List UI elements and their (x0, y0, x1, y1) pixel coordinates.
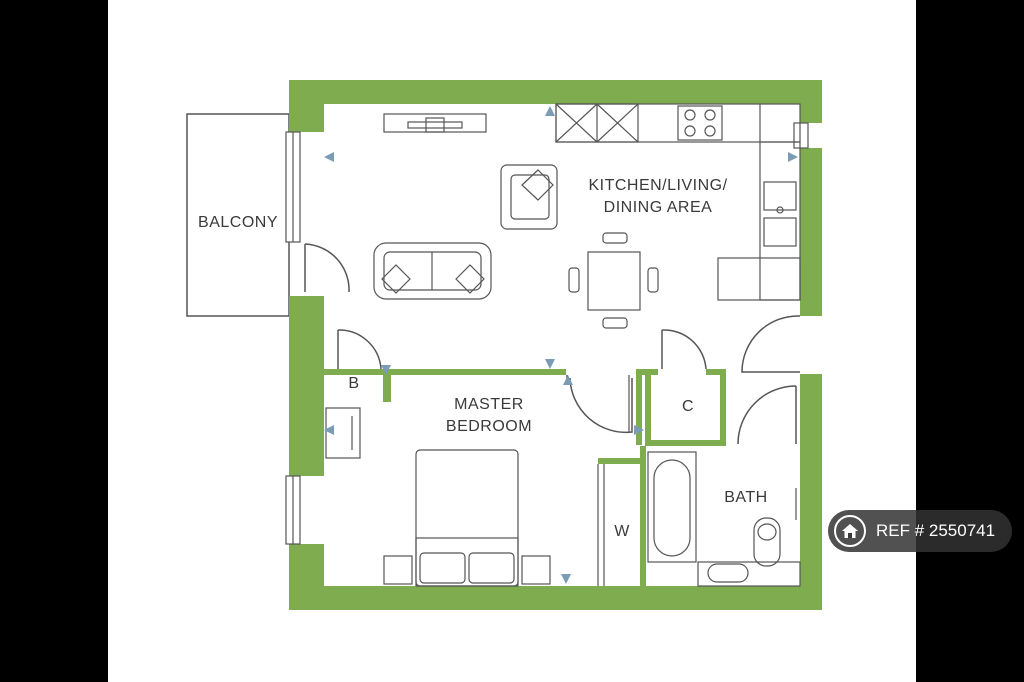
b-cupboard-label: B (348, 375, 360, 392)
dining-table (568, 232, 659, 329)
armchair (500, 164, 558, 230)
sofa (373, 242, 492, 300)
master-bedroom-label: MASTER BEDROOM (445, 396, 533, 435)
w-wardrobe-label: W (614, 523, 630, 540)
c-cupboard-label: C (681, 398, 695, 415)
wardrobe (597, 375, 630, 586)
tv-unit (383, 113, 487, 133)
bath-label: BATH (724, 489, 768, 506)
windows (285, 122, 809, 545)
exterior-walls (289, 80, 822, 610)
reference-number: REF # 2550741 (876, 521, 996, 540)
bath-fittings (647, 451, 801, 587)
bed (325, 407, 551, 587)
reference-badge: REF # 2550741 (828, 510, 1012, 552)
light-arrows (324, 106, 798, 584)
kitchen-units (555, 103, 801, 301)
interior-walls (324, 369, 726, 586)
balcony-label: BALCONY (198, 214, 278, 231)
kitchen-living-dining-label: KITCHEN/LIVING/ DINING AREA (588, 177, 728, 216)
home-icon (834, 515, 866, 547)
